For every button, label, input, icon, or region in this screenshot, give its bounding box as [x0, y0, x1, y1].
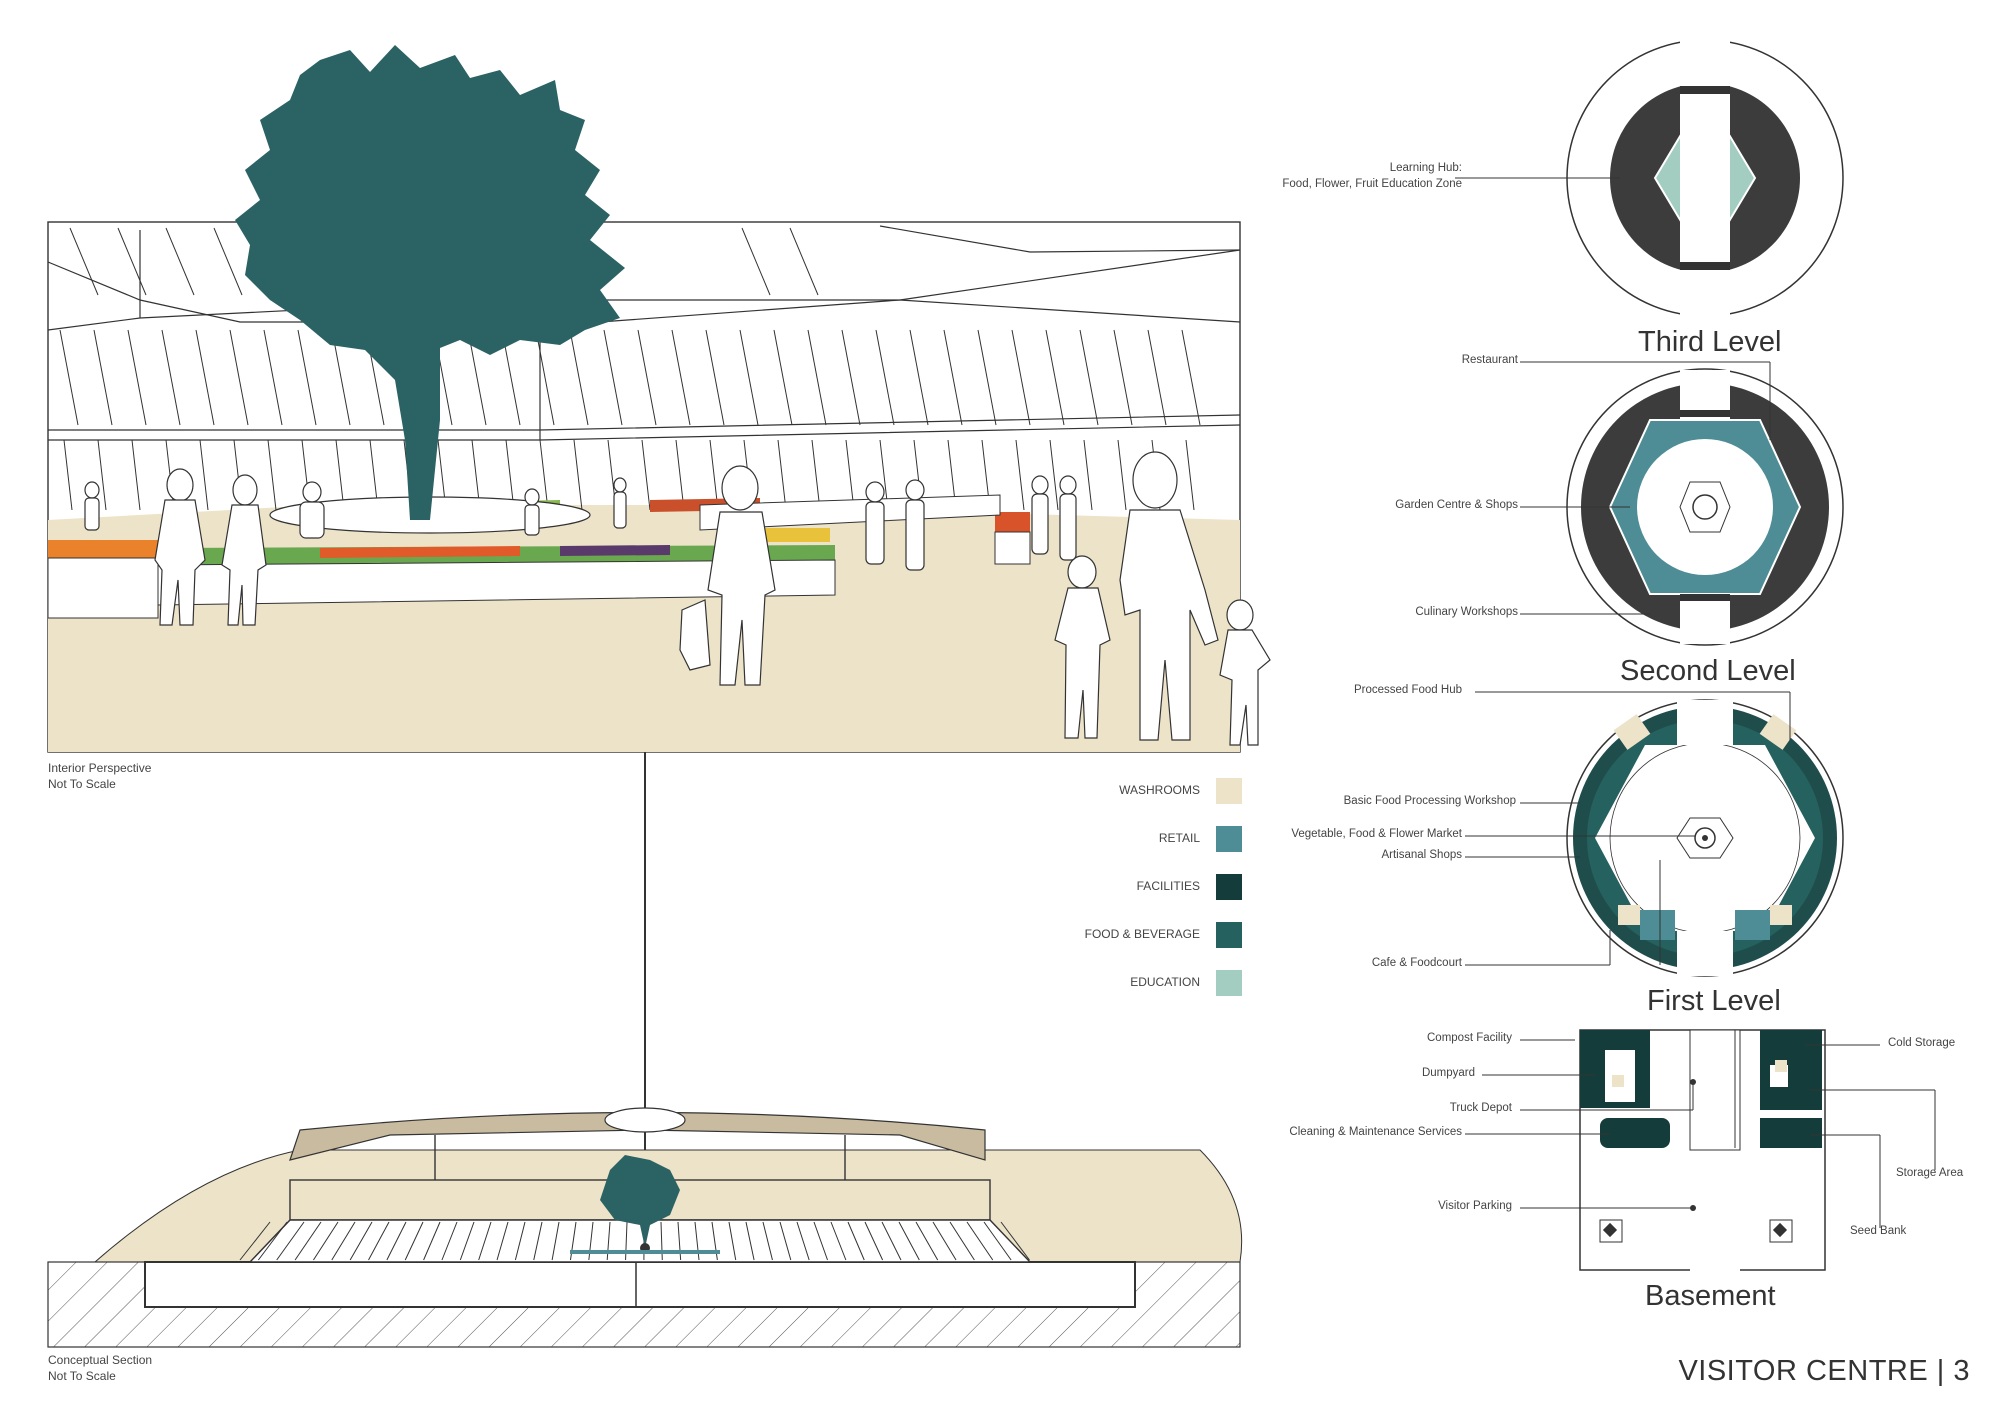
legend-swatch-education — [1216, 970, 1242, 996]
label-artisanal-shops: Artisanal Shops — [1381, 849, 1462, 861]
level-title-first: First Level — [1647, 985, 1781, 1017]
level-title-third: Third Level — [1638, 326, 1782, 358]
label-cafe-foodcourt: Cafe & Foodcourt — [1371, 957, 1462, 969]
section-tree — [600, 1155, 680, 1248]
legend-label-food-beverage: FOOD & BEVERAGE — [1084, 927, 1200, 941]
plan-basement — [1465, 1029, 1936, 1273]
sheet-title: VISITOR CENTRE | 3 — [1678, 1355, 1970, 1387]
label-cold-storage: Cold Storage — [1888, 1037, 1956, 1049]
label-processed-food-hub: Processed Food Hub — [1353, 684, 1462, 696]
label-food-processing: Basic Food Processing Workshop — [1343, 795, 1516, 807]
plan-second-level — [1520, 361, 1844, 646]
label-market: Vegetable, Food & Flower Market — [1291, 828, 1462, 840]
legend-label-retail: RETAIL — [1158, 831, 1200, 845]
label-seed-bank: Seed Bank — [1850, 1225, 1907, 1237]
label-garden-centre: Garden Centre & Shops — [1395, 499, 1518, 511]
section-caption: Conceptual Section Not To Scale — [48, 1352, 152, 1384]
label-learning-hub: Learning Hub: — [1389, 162, 1462, 174]
perspective-caption: Interior Perspective Not To Scale — [48, 760, 151, 792]
label-cleaning: Cleaning & Maintenance Services — [1289, 1126, 1462, 1138]
legend-swatch-food-beverage — [1216, 922, 1242, 948]
legend-label-washrooms: WASHROOMS — [1119, 783, 1200, 797]
section-caption-scale: Not To Scale — [48, 1369, 116, 1383]
label-storage-area: Storage Area — [1896, 1167, 1964, 1179]
section-caption-title: Conceptual Section — [48, 1353, 153, 1367]
level-title-second: Second Level — [1620, 655, 1796, 687]
level-title-basement: Basement — [1645, 1280, 1776, 1312]
plan-first-level — [1465, 691, 1844, 977]
section-roof — [289, 1111, 986, 1161]
label-education-zone: Food, Flower, Fruit Education Zone — [1282, 178, 1462, 190]
label-restaurant: Restaurant — [1461, 354, 1518, 366]
perspective-caption-title: Interior Perspective — [48, 761, 152, 775]
legend-swatch-facilities — [1216, 874, 1242, 900]
perspective-caption-scale: Not To Scale — [48, 777, 116, 791]
people-silhouettes — [84, 451, 1271, 746]
tree-silhouette — [235, 45, 625, 520]
legend-label-education: EDUCATION — [1130, 975, 1200, 989]
label-visitor-parking: Visitor Parking — [1438, 1200, 1512, 1212]
legend-swatch-washrooms — [1216, 778, 1242, 804]
plan-third-level — [1455, 35, 1844, 325]
label-dumpyard: Dumpyard — [1421, 1067, 1475, 1079]
label-truck-depot: Truck Depot — [1449, 1102, 1512, 1114]
label-culinary-workshops: Culinary Workshops — [1415, 606, 1518, 618]
label-compost: Compost Facility — [1427, 1032, 1512, 1044]
legend-label-facilities: FACILITIES — [1136, 879, 1200, 893]
legend-swatch-retail — [1216, 826, 1242, 852]
